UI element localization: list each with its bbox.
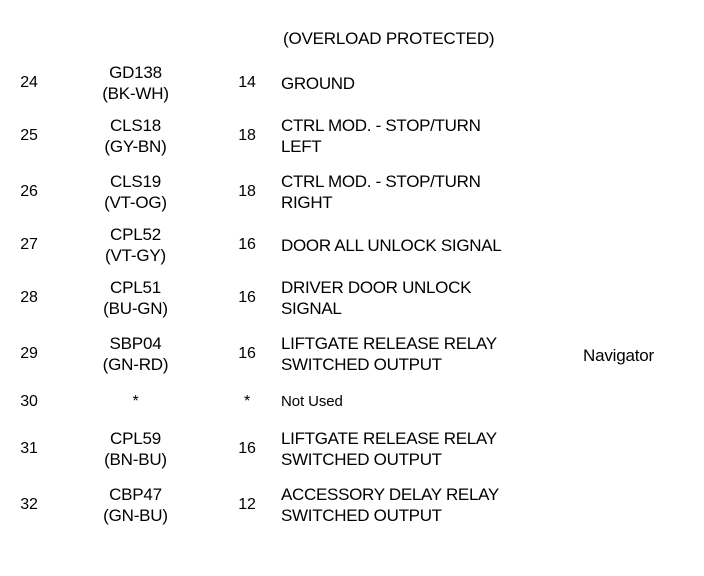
wire-color-code: (GN-BU) (103, 506, 168, 525)
circuit-code: CPL59 (110, 429, 161, 448)
description-cell: Not Used (281, 382, 704, 421)
description-line-2: SWITCHED OUTPUT (281, 355, 442, 374)
fuse-number-cell: 32 (20, 496, 38, 513)
table-row: 32 CBP47 (GN-BU) 12 ACCESSORY DELAY RELAY SWI… (0, 477, 704, 533)
fuse-number-cell: 25 (20, 127, 38, 144)
wire-gauge-cell: 18 (238, 183, 256, 200)
circuit-code: CBP47 (109, 485, 162, 504)
description-line-1: LIFTGATE RELEASE RELAY (281, 334, 497, 353)
description-line-1: LIFTGATE RELEASE RELAY (281, 429, 497, 448)
description-line-2: LEFT (281, 137, 322, 156)
description-cell: ACCESSORY DELAY RELAY SWITCHED OUTPUT (281, 477, 704, 533)
circuit-code-cell: CPL51 (BU-GN) (58, 270, 213, 326)
wire-gauge-cell: 16 (238, 440, 256, 457)
fuse-number-cell: 28 (20, 289, 38, 306)
table-row: 25 CLS18 (GY-BN) 18 CTRL MOD. - STOP/TURN LEF… (0, 108, 704, 164)
wire-color-code: (BK-WH) (102, 84, 169, 103)
wire-color-code: (BU-GN) (103, 299, 168, 318)
description-cell: DRIVER DOOR UNLOCK SIGNAL (281, 270, 704, 326)
wire-gauge-cell: * (243, 392, 251, 410)
fuse-number-cell: 26 (20, 183, 38, 200)
fuse-number-cell: 30 (20, 392, 38, 410)
description-line-2: RIGHT (281, 193, 333, 212)
description-cell: CTRL MOD. - STOP/TURN LEFT (281, 108, 704, 164)
description-line-2: SIGNAL (281, 299, 342, 318)
table-row: 27 CPL52 (VT-GY) 16 DOOR ALL UNLOCK SIGNAL (0, 220, 704, 270)
wire-gauge-cell: 16 (238, 236, 256, 253)
wire-color-code: (BN-BU) (104, 450, 167, 469)
table-row: 26 CLS19 (VT-OG) 18 CTRL MOD. - STOP/TURN RIG… (0, 164, 704, 220)
description-line-2: SWITCHED OUTPUT (281, 450, 442, 469)
wire-gauge-cell: 14 (238, 74, 256, 91)
overload-protected-note: (OVERLOAD PROTECTED) (283, 29, 495, 48)
model-annotation-navigator: Navigator (583, 346, 654, 365)
circuit-code: GD138 (109, 63, 162, 82)
circuit-code: CLS18 (110, 116, 161, 135)
description-cell: GROUND (281, 58, 704, 108)
wire-color-code: (VT-GY) (105, 246, 166, 265)
circuit-code-cell: GD138 (BK-WH) (58, 58, 213, 108)
description-line-1: DRIVER DOOR UNLOCK (281, 278, 472, 297)
table-row: 29 SBP04 (GN-RD) 16 LIFTGATE RELEASE RELAY SW… (0, 326, 704, 382)
wire-color-code: (VT-OG) (104, 193, 167, 212)
description-cell: CTRL MOD. - STOP/TURN RIGHT (281, 164, 704, 220)
fuse-number-cell: 31 (20, 440, 38, 457)
description-cell: LIFTGATE RELEASE RELAY SWITCHED OUTPUT (281, 326, 704, 382)
circuit-code-cell: * (58, 382, 213, 421)
table-row: 28 CPL51 (BU-GN) 16 DRIVER DOOR UNLOCK SIGNAL (0, 270, 704, 326)
description-line-1: CTRL MOD. - STOP/TURN (281, 116, 481, 135)
wire-gauge-cell: 18 (238, 127, 256, 144)
circuit-code-cell: CPL52 (VT-GY) (58, 220, 213, 270)
fuse-number-cell: 29 (20, 345, 38, 362)
wire-gauge-cell: 12 (238, 496, 256, 513)
wire-gauge-cell: 16 (238, 289, 256, 306)
circuit-code: CLS19 (110, 172, 161, 191)
circuit-code: CPL52 (110, 225, 161, 244)
wire-color-code: (GN-RD) (102, 355, 169, 374)
circuit-code-cell: SBP04 (GN-RD) (58, 326, 213, 382)
fuse-number-cell: 24 (20, 74, 38, 91)
description-line-1: Not Used (281, 393, 343, 410)
table-row: 31 CPL59 (BN-BU) 16 LIFTGATE RELEASE RELAY SW… (0, 421, 704, 477)
circuit-code: CPL51 (110, 278, 161, 297)
circuit-code: SBP04 (109, 334, 162, 353)
circuit-code-cell: CLS18 (GY-BN) (58, 108, 213, 164)
circuit-code-cell: CLS19 (VT-OG) (58, 164, 213, 220)
description-cell: DOOR ALL UNLOCK SIGNAL (281, 220, 704, 270)
wire-gauge-cell: 16 (238, 345, 256, 362)
description-line-1: CTRL MOD. - STOP/TURN (281, 172, 481, 191)
table-row: 30 * * Not Used (0, 382, 704, 421)
circuit-code: * (132, 392, 139, 410)
description-line-1: DOOR ALL UNLOCK SIGNAL (281, 235, 502, 255)
table-row: 24 GD138 (BK-WH) 14 GROUND (0, 58, 704, 108)
description-line-1: ACCESSORY DELAY RELAY (281, 485, 499, 504)
description-line-1: GROUND (281, 73, 355, 93)
circuit-code-cell: CBP47 (GN-BU) (58, 477, 213, 533)
description-cell: LIFTGATE RELEASE RELAY SWITCHED OUTPUT (281, 421, 704, 477)
description-line-2: SWITCHED OUTPUT (281, 506, 442, 525)
circuit-code-cell: CPL59 (BN-BU) (58, 421, 213, 477)
fuse-number-cell: 27 (20, 236, 38, 253)
wire-color-code: (GY-BN) (104, 137, 167, 156)
